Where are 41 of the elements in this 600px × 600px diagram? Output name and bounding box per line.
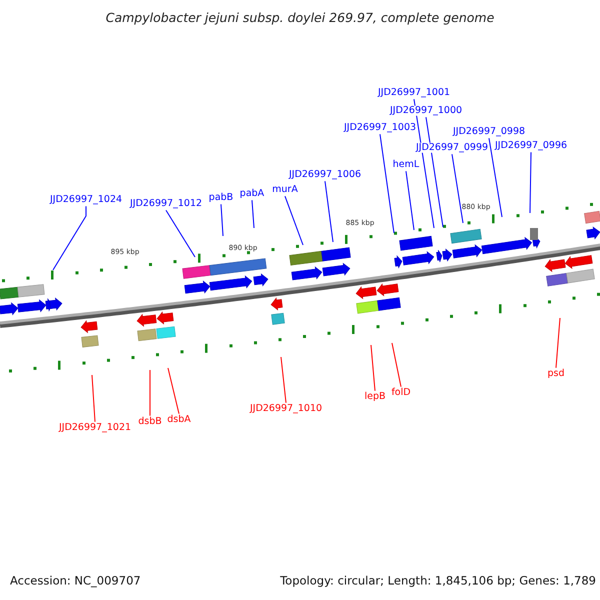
leader-line	[452, 154, 464, 224]
gene-label: hemL	[392, 160, 420, 170]
gene-label: JJD26997_1021	[58, 422, 132, 434]
gene-label: JJD26997_0998	[452, 126, 526, 138]
gene-label: JJD26997_0996	[494, 140, 568, 152]
leader-line	[530, 152, 532, 214]
leader-line	[406, 170, 414, 230]
leader-line	[52, 206, 86, 270]
gene-label: lepB	[364, 392, 386, 402]
gene-label: pabB	[208, 192, 234, 204]
gene-label: JJD26997_1000	[390, 106, 462, 116]
gene-label: murA	[272, 184, 298, 196]
leader-line	[220, 204, 224, 236]
footer-text: Topology: circular; Length: 1,845,106 bp; Genes: 1,789	[280, 574, 596, 588]
gene-label: JJD26997_1010	[250, 404, 322, 414]
leader-line	[380, 134, 394, 234]
gene-label: JJD26997_1006	[288, 170, 362, 180]
title: Campylobacter jejuni subsp. doylei 269.97, complete genome	[106, 11, 494, 25]
leader-line	[92, 374, 96, 422]
gene-label: pabA	[240, 188, 264, 200]
gene-label: psd	[548, 368, 564, 380]
gene-label: JJD26997_0999	[416, 142, 488, 154]
gene-label: folD	[391, 388, 411, 398]
gene-label: JJD26997_1012	[130, 198, 202, 210]
leader-line	[324, 180, 334, 242]
leader-line	[166, 210, 196, 258]
gene-label: JJD26997_1024	[50, 194, 122, 206]
leader-line	[488, 138, 502, 218]
gene-label: JJD26997_1001	[378, 88, 450, 98]
leader-line	[252, 200, 254, 228]
gene-label: dsbA	[167, 414, 191, 426]
leader-line	[370, 344, 376, 392]
leader-line	[556, 318, 560, 368]
leader-line	[426, 116, 444, 228]
leader-line	[392, 342, 402, 388]
leader-line	[280, 356, 286, 404]
footer-text: Accession: NC_009707	[10, 574, 141, 588]
leader-line	[284, 196, 304, 246]
leader-line	[168, 368, 180, 414]
gene-label: JJD26997_1003	[344, 122, 416, 134]
gene-label: dsbB	[138, 416, 162, 428]
